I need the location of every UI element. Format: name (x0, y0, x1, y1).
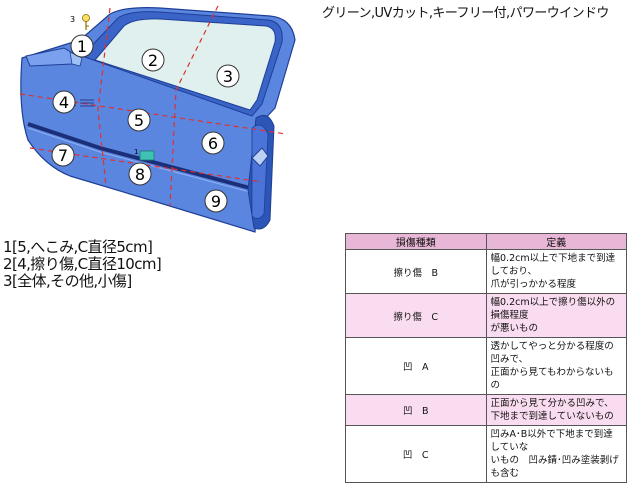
balloon-2: 2 (141, 48, 165, 72)
svg-text:1: 1 (77, 37, 87, 56)
svg-text:9: 9 (211, 192, 221, 211)
legend-term: 凹 C (345, 425, 487, 483)
header-damage-type: 損傷種類 (345, 233, 487, 250)
svg-text:5: 5 (134, 111, 144, 130)
header-definition: 定義 (485, 233, 627, 250)
mark-3: 3 (70, 15, 75, 24)
balloon-9: 9 (204, 189, 228, 213)
legend-header-row: 損傷種類 定義 (345, 233, 627, 250)
scratch-icon (80, 99, 94, 107)
balloon-7: 7 (51, 143, 75, 167)
legend-row: 擦り傷 C 幅0.2cm以上で擦り傷以外の損傷程度 が悪いもの (345, 293, 627, 338)
legend-row: 凹 B 正面から見て分かる凹みで、 下地まで到達していないもの (345, 394, 627, 426)
svg-text:3: 3 (223, 67, 233, 86)
legend-definition: 幅0.2cm以上で下地まで到達しており、 爪が引っかかる程度 (485, 249, 627, 294)
door-handle (251, 147, 269, 167)
svg-text:6: 6 (208, 134, 218, 153)
svg-text:7: 7 (58, 146, 68, 165)
balloon-5: 5 (127, 108, 151, 132)
damage-entry: 2[4,擦り傷,C直径10cm] (3, 255, 162, 273)
door-trim (27, 122, 251, 190)
damage-legend-table: 損傷種類 定義 擦り傷 B 幅0.2cm以上で下地まで到達しており、 爪が引っか… (345, 233, 627, 483)
door-diagram: 3 2 1 1 2 3 4 5 6 7 8 (19, 5, 296, 233)
mark-1: 1 (134, 148, 138, 156)
damage-entry: 1[5,へこみ,C直径5cm] (3, 238, 153, 256)
legend-term: 凹 B (345, 394, 487, 426)
key-icon (82, 14, 90, 30)
legend-term: 擦り傷 C (345, 293, 487, 338)
vehicle-spec-text: グリーン,UVカット,キーフリー付,パワーウインドウ (322, 6, 609, 21)
side-mirror (25, 47, 75, 67)
legend-term: 凹 A (345, 337, 487, 395)
svg-text:4: 4 (59, 93, 69, 112)
damage-marker (139, 150, 155, 161)
balloon-6: 6 (201, 131, 225, 155)
balloon-8: 8 (128, 162, 152, 186)
balloon-4: 4 (52, 90, 76, 114)
damage-entry: 3[全体,その他,小傷] (3, 272, 132, 290)
legend-row: 擦り傷 B 幅0.2cm以上で下地まで到達しており、 爪が引っかかる程度 (345, 249, 627, 294)
damage-list: 1[5,へこみ,C直径5cm] 2[4,擦り傷,C直径10cm] 3[全体,その… (3, 238, 162, 290)
svg-text:8: 8 (135, 165, 145, 184)
legend-term: 擦り傷 B (345, 249, 487, 294)
svg-text:2: 2 (148, 51, 158, 70)
balloon-1: 1 (70, 34, 94, 58)
legend-definition: 幅0.2cm以上で擦り傷以外の損傷程度 が悪いもの (485, 293, 627, 338)
legend-definition: 正面から見て分かる凹みで、 下地まで到達していないもの (485, 394, 627, 426)
legend-definition: 凹みA･B以外で下地まで到達していな いもの 凹み錆･凹み塗装剥げも含む (485, 425, 627, 483)
legend-definition: 透かしてやっと分かる程度の凹みで、 正面から見てもわからないもの (485, 337, 627, 395)
legend-row: 凹 C 凹みA･B以外で下地まで到達していな いもの 凹み錆･凹み塗装剥げも含む (345, 425, 627, 483)
balloon-3: 3 (216, 64, 240, 88)
legend-row: 凹 A 透かしてやっと分かる程度の凹みで、 正面から見てもわからないもの (345, 337, 627, 395)
